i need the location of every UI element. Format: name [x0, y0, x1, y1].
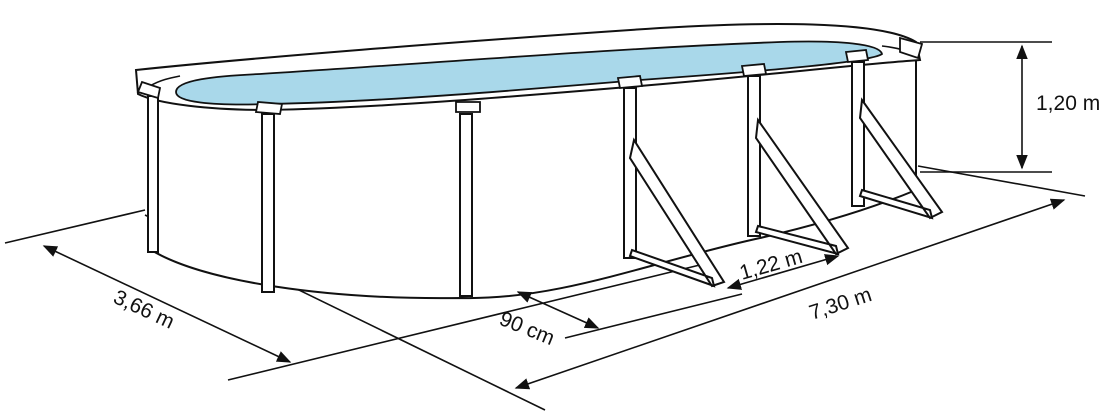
buttress-spacing-label: 1,22 m [737, 245, 805, 285]
pool-rim-caps [136, 36, 924, 115]
ground-line-left [4, 209, 146, 244]
rim-cap-6 [844, 49, 870, 63]
rim-cap-7 [899, 36, 924, 60]
length-dimension-line [514, 198, 1066, 390]
upright-6 [851, 61, 865, 207]
rim-cap-5 [740, 63, 768, 77]
width-dimension-line [42, 245, 292, 363]
length-label: 7,30 m [806, 283, 874, 325]
upright-3 [459, 113, 473, 297]
upright-1 [147, 95, 159, 253]
upright-2 [261, 113, 275, 293]
buttress-spacing-dimension-line [726, 254, 840, 290]
rim-cap-1 [136, 80, 162, 100]
buttress-depth-label: 90 cm [496, 307, 558, 350]
upright-4 [623, 87, 637, 259]
pool-body [134, 23, 922, 300]
upright-5 [747, 75, 761, 237]
rim-cap-2 [254, 101, 284, 115]
ground-line-right [917, 165, 1086, 197]
rim-cap-3 [455, 101, 481, 113]
pool-water [175, 40, 884, 106]
height-label: 1,20 m [1036, 92, 1100, 115]
rim-cap-4 [616, 75, 644, 89]
height-dimension [920, 41, 1052, 173]
ground-line-buttress [564, 293, 743, 339]
buttress-depth-dimension-line [516, 291, 600, 329]
